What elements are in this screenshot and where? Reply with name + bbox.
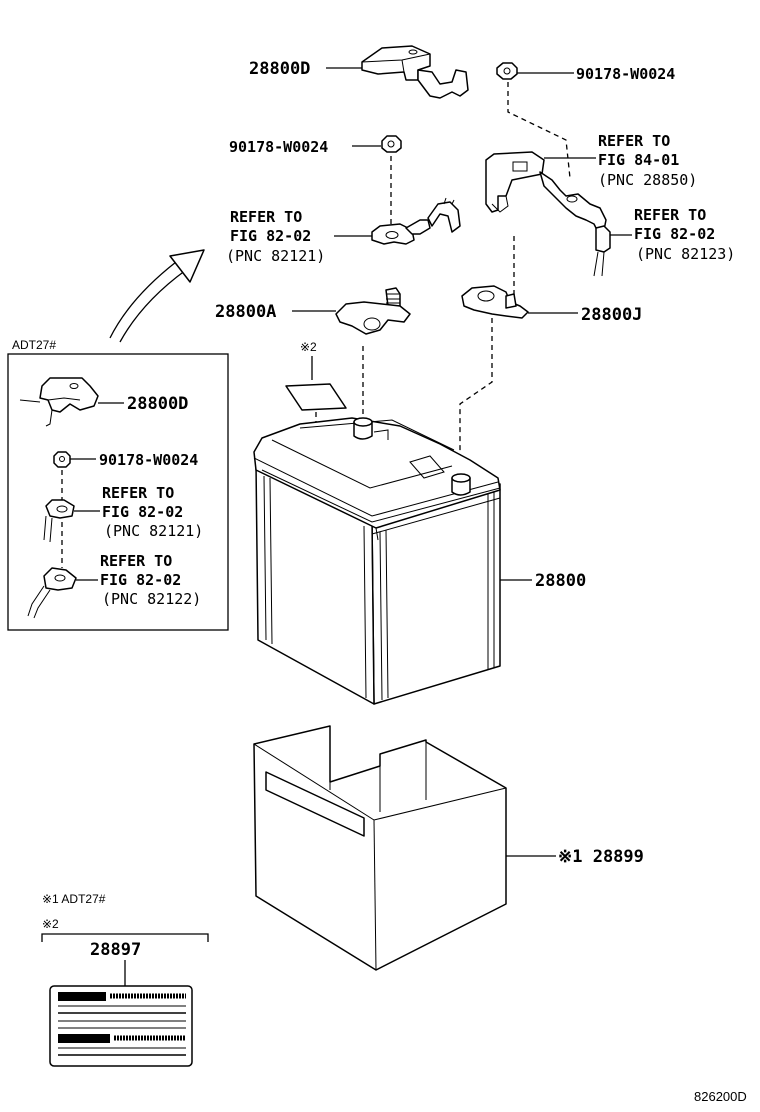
diagram-id: 826200D (694, 1089, 747, 1104)
ref-82121-line2: FIG 82-02 (230, 227, 311, 245)
inset-label-28800d: 28800D (127, 394, 188, 414)
ref-8401-line3: (PNC 28850) (598, 171, 697, 189)
inset-r1-line3: (PNC 82121) (104, 522, 203, 540)
inset-r2-line1: REFER TO (100, 552, 172, 570)
nut-mid[interactable] (381, 135, 402, 153)
part-label-28800: 28800 (535, 571, 586, 591)
inset-label-nut: 90178-W0024 (99, 451, 198, 469)
note2-mark: ※2 (300, 340, 317, 354)
inset-cover-28800d[interactable] (19, 377, 99, 427)
part-label-nut-top: 90178-W0024 (576, 65, 675, 83)
part-label-28800d: 28800D (249, 59, 310, 79)
inset-nut[interactable] (53, 451, 71, 468)
inset-r1-line2: FIG 82-02 (102, 503, 183, 521)
inset-frame (7, 353, 229, 631)
ref-82121-line1: REFER TO (230, 208, 302, 226)
part-label-28800a: 28800A (215, 302, 276, 322)
cable-clamp-28850[interactable] (485, 151, 611, 277)
nut-top-right[interactable] (496, 62, 518, 80)
inset-r2-line2: FIG 82-02 (100, 571, 181, 589)
inset-r1-line1: REFER TO (102, 484, 174, 502)
dash-28800j (459, 318, 493, 470)
ref-82123-line2: FIG 82-02 (634, 225, 715, 243)
cable-terminal-82121[interactable] (371, 197, 461, 245)
label-sticker-on-battery (285, 383, 347, 411)
legend-note1: ※1 ADT27# (42, 892, 106, 906)
inset-r2-line3: (PNC 82122) (102, 590, 201, 608)
legend-bracket (41, 933, 209, 942)
inset-title: ADT27# (12, 338, 56, 352)
inset-terminal-82122[interactable] (27, 567, 77, 619)
terminal-28800a[interactable] (335, 287, 411, 335)
ref-82123-line3: (PNC 82123) (636, 245, 735, 263)
part-label-nut-mid: 90178-W0024 (229, 138, 328, 156)
inset-terminal-82121[interactable] (43, 499, 75, 543)
part-label-28899: ※1 28899 (558, 847, 644, 867)
label-part-number: 28897 (90, 940, 141, 960)
legend-note2: ※2 (42, 917, 59, 931)
terminal-28800j[interactable] (461, 285, 529, 319)
curved-arrow (109, 249, 205, 343)
ref-8401-line1: REFER TO (598, 132, 670, 150)
battery-tray-28899[interactable] (253, 725, 507, 971)
ref-82121-line3: (PNC 82121) (226, 247, 325, 265)
part-label-28800j: 28800J (581, 305, 642, 325)
warning-label-28897[interactable] (49, 985, 193, 1067)
terminal-cover-top[interactable] (361, 45, 469, 99)
battery-28800[interactable] (253, 417, 501, 705)
ref-82123-line1: REFER TO (634, 206, 706, 224)
ref-8401-line2: FIG 84-01 (598, 151, 679, 169)
